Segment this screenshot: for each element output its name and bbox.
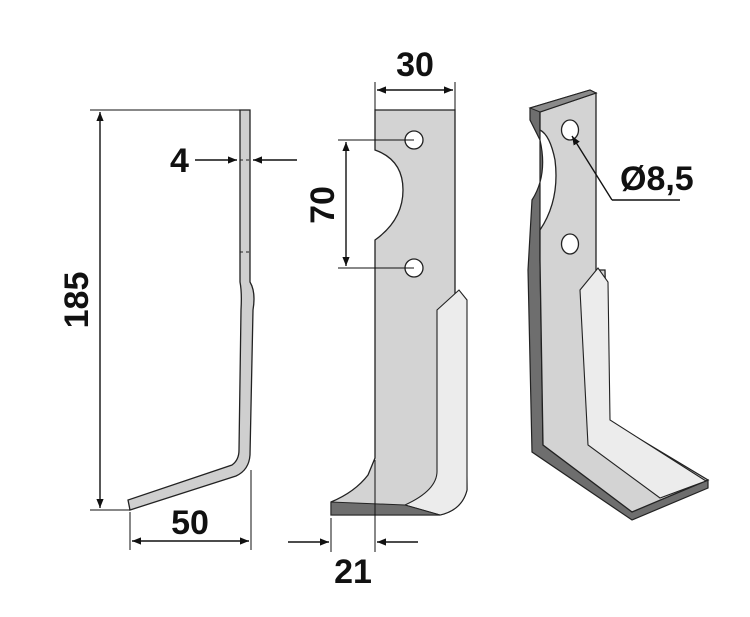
perspective-view-bevel (579, 267, 708, 499)
thickness-dimension: 4 (170, 142, 297, 180)
perspective-view-upper-hole (560, 119, 580, 141)
blade-width-dimension: 30 (374, 46, 456, 110)
thickness-dimension-label: 4 (170, 142, 189, 180)
offset-dimension: 21 (288, 460, 418, 591)
hole-diameter-label: Ø8,5 (620, 160, 694, 198)
blade-perspective-view (527, 89, 710, 521)
offset-dimension-label: 21 (334, 553, 372, 591)
perspective-view-top-face (528, 89, 598, 113)
hole-diameter-callout: Ø8,5 (571, 135, 694, 201)
height-dimension: 185 (58, 109, 240, 511)
blade-side-view (127, 109, 255, 511)
front-view-edge-shadow (330, 501, 441, 516)
height-dimension-label: 185 (58, 272, 96, 329)
hole-spacing-dimension: 70 (304, 139, 414, 269)
foot-width-dimension-label: 50 (171, 504, 209, 542)
blade-front-view (330, 109, 468, 516)
perspective-view-lower-hole (560, 233, 580, 255)
blade-width-dimension-label: 30 (396, 46, 434, 84)
side-view-blade (127, 109, 255, 511)
hole-spacing-dimension-label: 70 (304, 186, 342, 224)
foot-width-dimension: 50 (129, 470, 252, 550)
